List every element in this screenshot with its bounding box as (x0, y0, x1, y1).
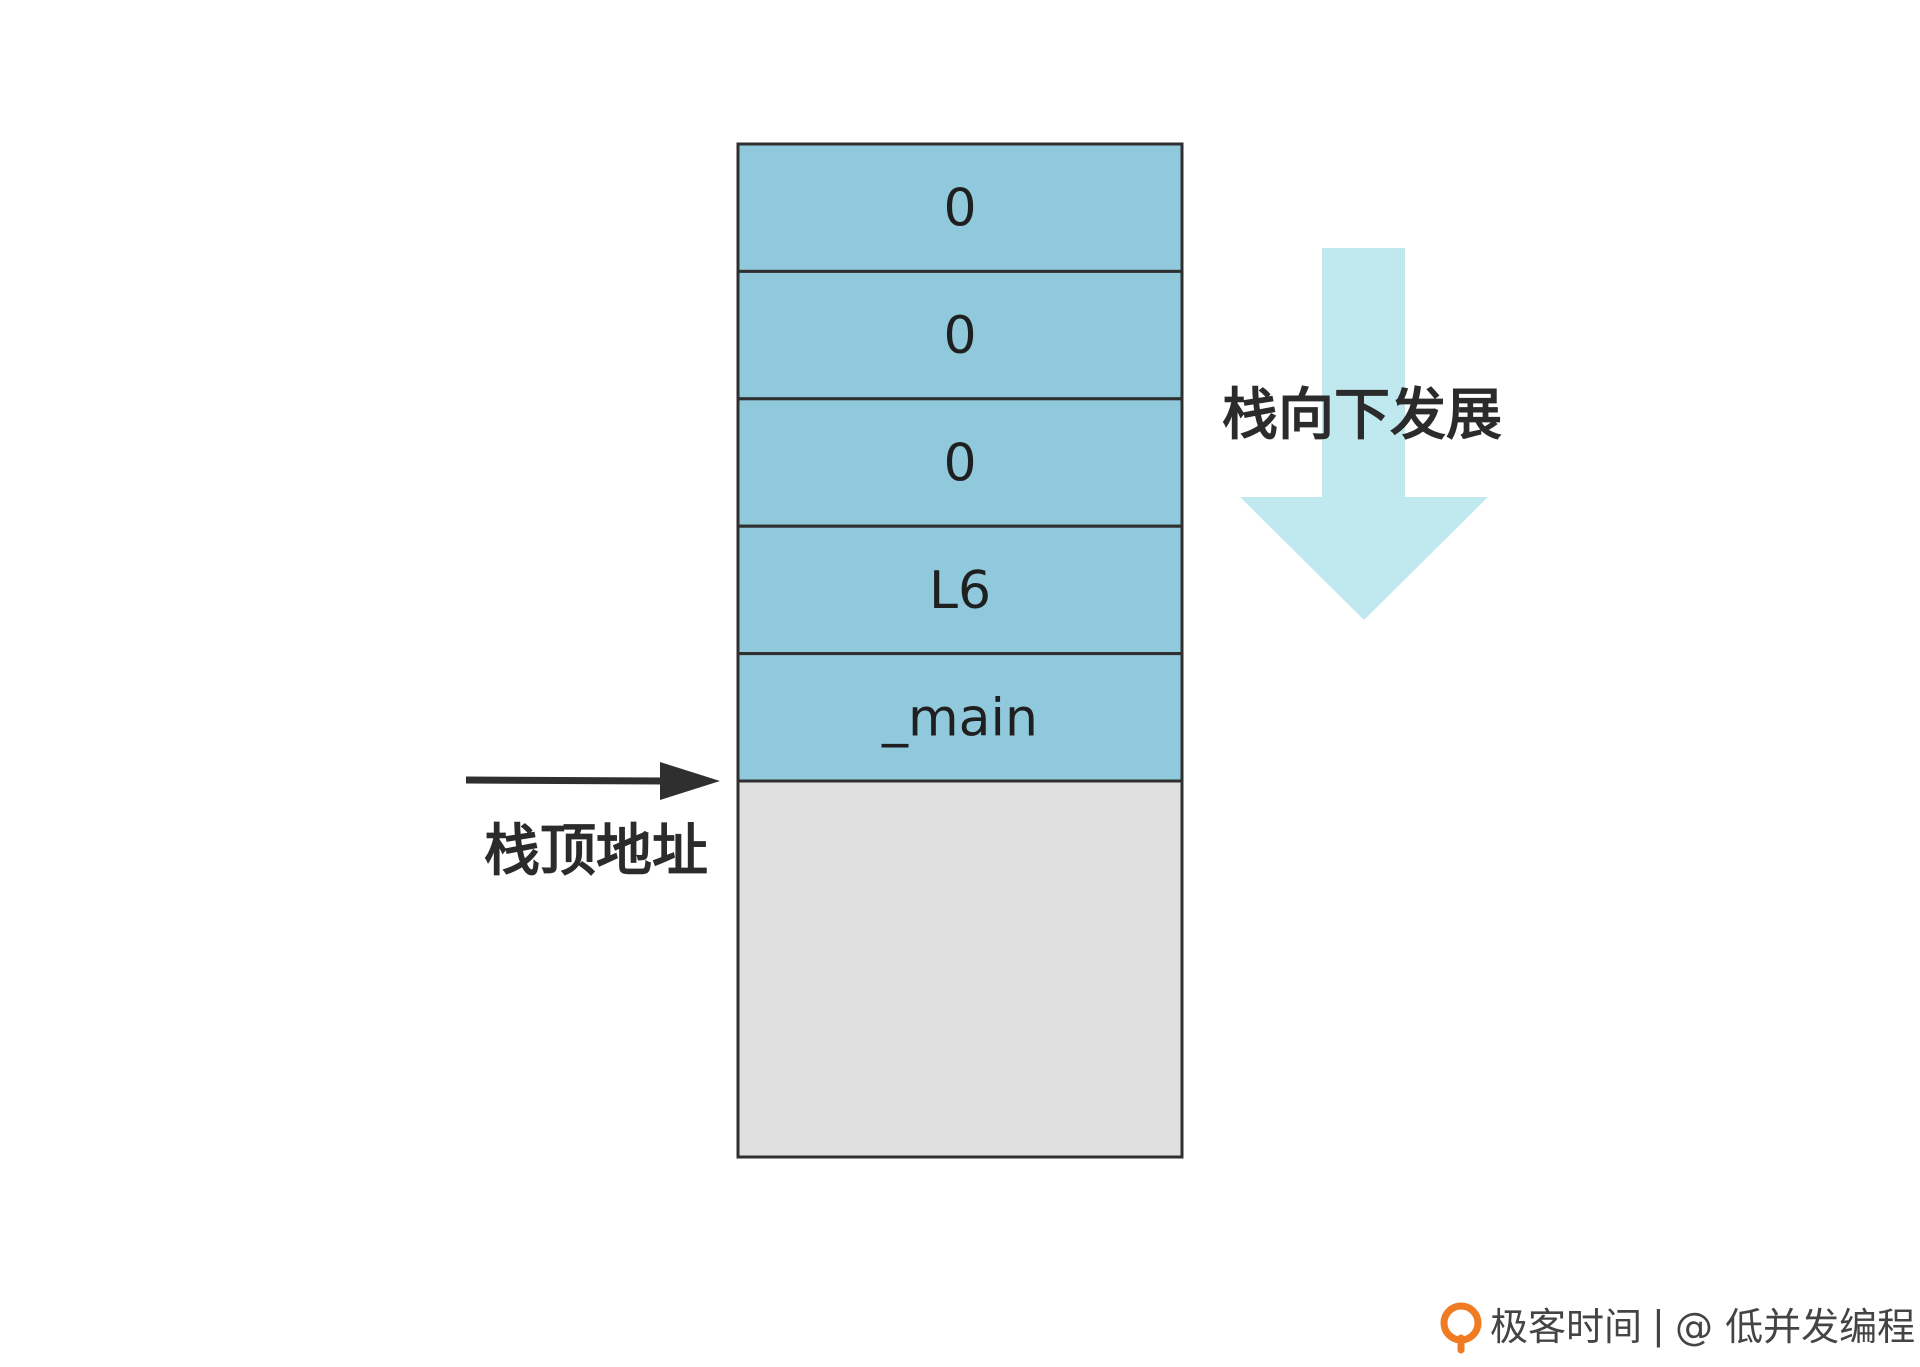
watermark-brand: 极客时间 (1490, 1305, 1642, 1349)
stack-slot-value: 0 (943, 434, 976, 494)
stack-top-address-label: 栈顶地址 (484, 819, 708, 884)
geekbang-logo-icon (1440, 1302, 1482, 1354)
stack-slot-value: _main (881, 688, 1038, 748)
stack-slot-value: 0 (943, 179, 976, 239)
stack-top-pointer-arrowhead (660, 762, 720, 800)
stack-slot (736, 269, 1184, 401)
growth-direction-label: 栈向下发展 (1222, 383, 1502, 448)
growth-direction-arrow (1240, 248, 1488, 620)
stack-slot (736, 524, 1184, 656)
free-stack-region (736, 779, 1184, 1159)
watermark-author: @ 低并发编程 (1675, 1305, 1915, 1349)
watermark: 极客时间 | @ 低并发编程 (1440, 1302, 1915, 1354)
stack-slot (736, 652, 1184, 783)
watermark-separator: | (1652, 1303, 1665, 1348)
stack-slots: 0 0 0L6 _main (736, 142, 1184, 783)
stack-top-pointer-line (465, 776, 673, 785)
stack-slot-value: L6 (929, 561, 991, 621)
stack-slot-value: 0 (943, 306, 976, 366)
